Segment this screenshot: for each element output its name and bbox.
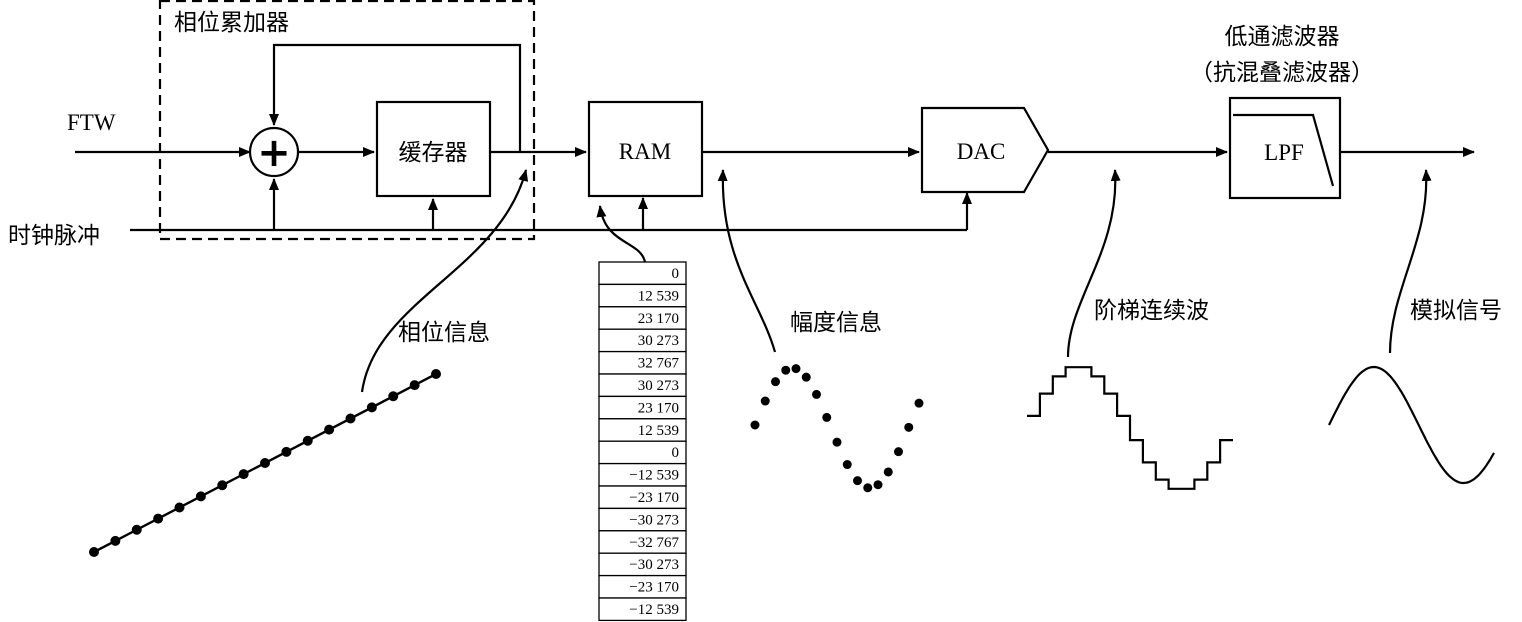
amplitude-samples-plot [750,364,924,493]
phase-sample-dot [238,469,249,480]
phase-sample-dot [153,513,164,524]
lookup-table-value: 30 273 [638,333,679,349]
amplitude-sample-dot [781,365,791,375]
staircase-pointer [1066,169,1121,358]
amplitude-sample-dot [894,447,903,457]
staircase-wave-label: 阶梯连续波 [1094,298,1209,324]
lpf-title-1: 低通滤波器 [1225,24,1340,50]
buffer-box [375,100,492,198]
lpf-title-2: （抗混叠滤波器） [1190,60,1374,86]
phase-sample-dot [110,535,121,546]
phase-sample-dot [217,480,228,491]
amplitude-sample-dot [791,364,801,374]
lookup-table-value: −30 273 [629,512,679,528]
adder-symbol: + [257,130,291,176]
phase-accumulator-frame [158,0,536,241]
amplitude-sample-dot [842,460,852,470]
amplitude-sample-dot [822,412,832,422]
lookup-table-value: −12 539 [629,602,679,618]
dac-label: DAC [957,139,1006,164]
lookup-table: 0 12 539 23 170 30 273 32 767 30 273 23 170 12 … [598,261,687,622]
lookup-table-value: 23 170 [638,400,679,416]
amplitude-sample-dot [801,372,811,382]
phase-sample-dot [431,369,441,379]
lookup-table-value: 23 170 [638,311,679,327]
phase-info-label: 相位信息 [398,320,490,346]
ftw-label: FTW [67,110,116,135]
analog-signal-label: 模拟信号 [1410,298,1502,324]
amplitude-sample-dot [812,389,821,399]
feedback-loop [269,43,522,152]
analog-pointer [1388,169,1432,354]
lookup-table-value: 12 539 [638,423,679,439]
amplitude-sample-dot [760,396,770,406]
amplitude-sample-dot [914,398,924,408]
lookup-table-value: −12 539 [629,468,679,484]
ram-label: RAM [619,139,671,164]
lookup-table-value: 0 [672,445,680,461]
phase-sample-dot [345,413,356,424]
amplitude-info-pointer [717,169,777,353]
lookup-table-value: 30 273 [638,378,679,394]
amplitude-sample-dot [873,480,883,490]
phase-sample-dot [260,458,270,468]
lookup-table-cell [598,597,687,622]
phase-sample-dot [302,435,313,446]
phase-sample-dot [131,524,142,535]
phase-accumulator-title: 相位累加器 [174,10,289,36]
ram-box [587,100,704,198]
amplitude-sample-dot [750,420,760,430]
phase-sample-dot [324,424,335,435]
amplitude-sample-dot [853,476,862,486]
dac-box [920,106,1050,194]
lookup-table-value: 0 [672,266,680,282]
amplitude-info-label: 幅度信息 [790,310,882,336]
amplitude-sample-dot [883,467,893,477]
phase-sample-dot [195,491,206,502]
phase-sample-dot [409,380,420,391]
staircase-wave-plot [1027,366,1233,490]
table-to-ram-pointer [596,205,647,263]
lookup-table-value: −23 170 [629,490,679,506]
phase-ramp-plot [89,369,441,557]
lookup-table-value: 32 767 [638,356,680,372]
analog-wave-plot [1328,365,1495,485]
amplitude-sample-dot [832,437,842,447]
phase-info-pointer [360,169,529,393]
phase-sample-dot [366,402,377,413]
clock-label: 时钟脉冲 [8,223,100,249]
lpf-response-curve [1233,113,1335,187]
lookup-table-value: −30 273 [629,557,679,573]
amplitude-sample-dot [863,483,873,493]
phase-sample-dot [89,547,99,557]
phase-sample-dot [281,446,292,457]
amplitude-sample-dot [904,422,914,432]
buffer-label: 缓存器 [399,140,468,166]
amplitude-sample-dot [771,377,780,387]
phase-sample-dot [174,502,185,513]
phase-sample-dot [388,391,399,402]
lookup-table-value: 12 539 [638,288,679,304]
lookup-table-value: −23 170 [629,580,679,596]
lpf-label: LPF [1264,140,1304,165]
lookup-table-value: −32 767 [629,535,679,551]
